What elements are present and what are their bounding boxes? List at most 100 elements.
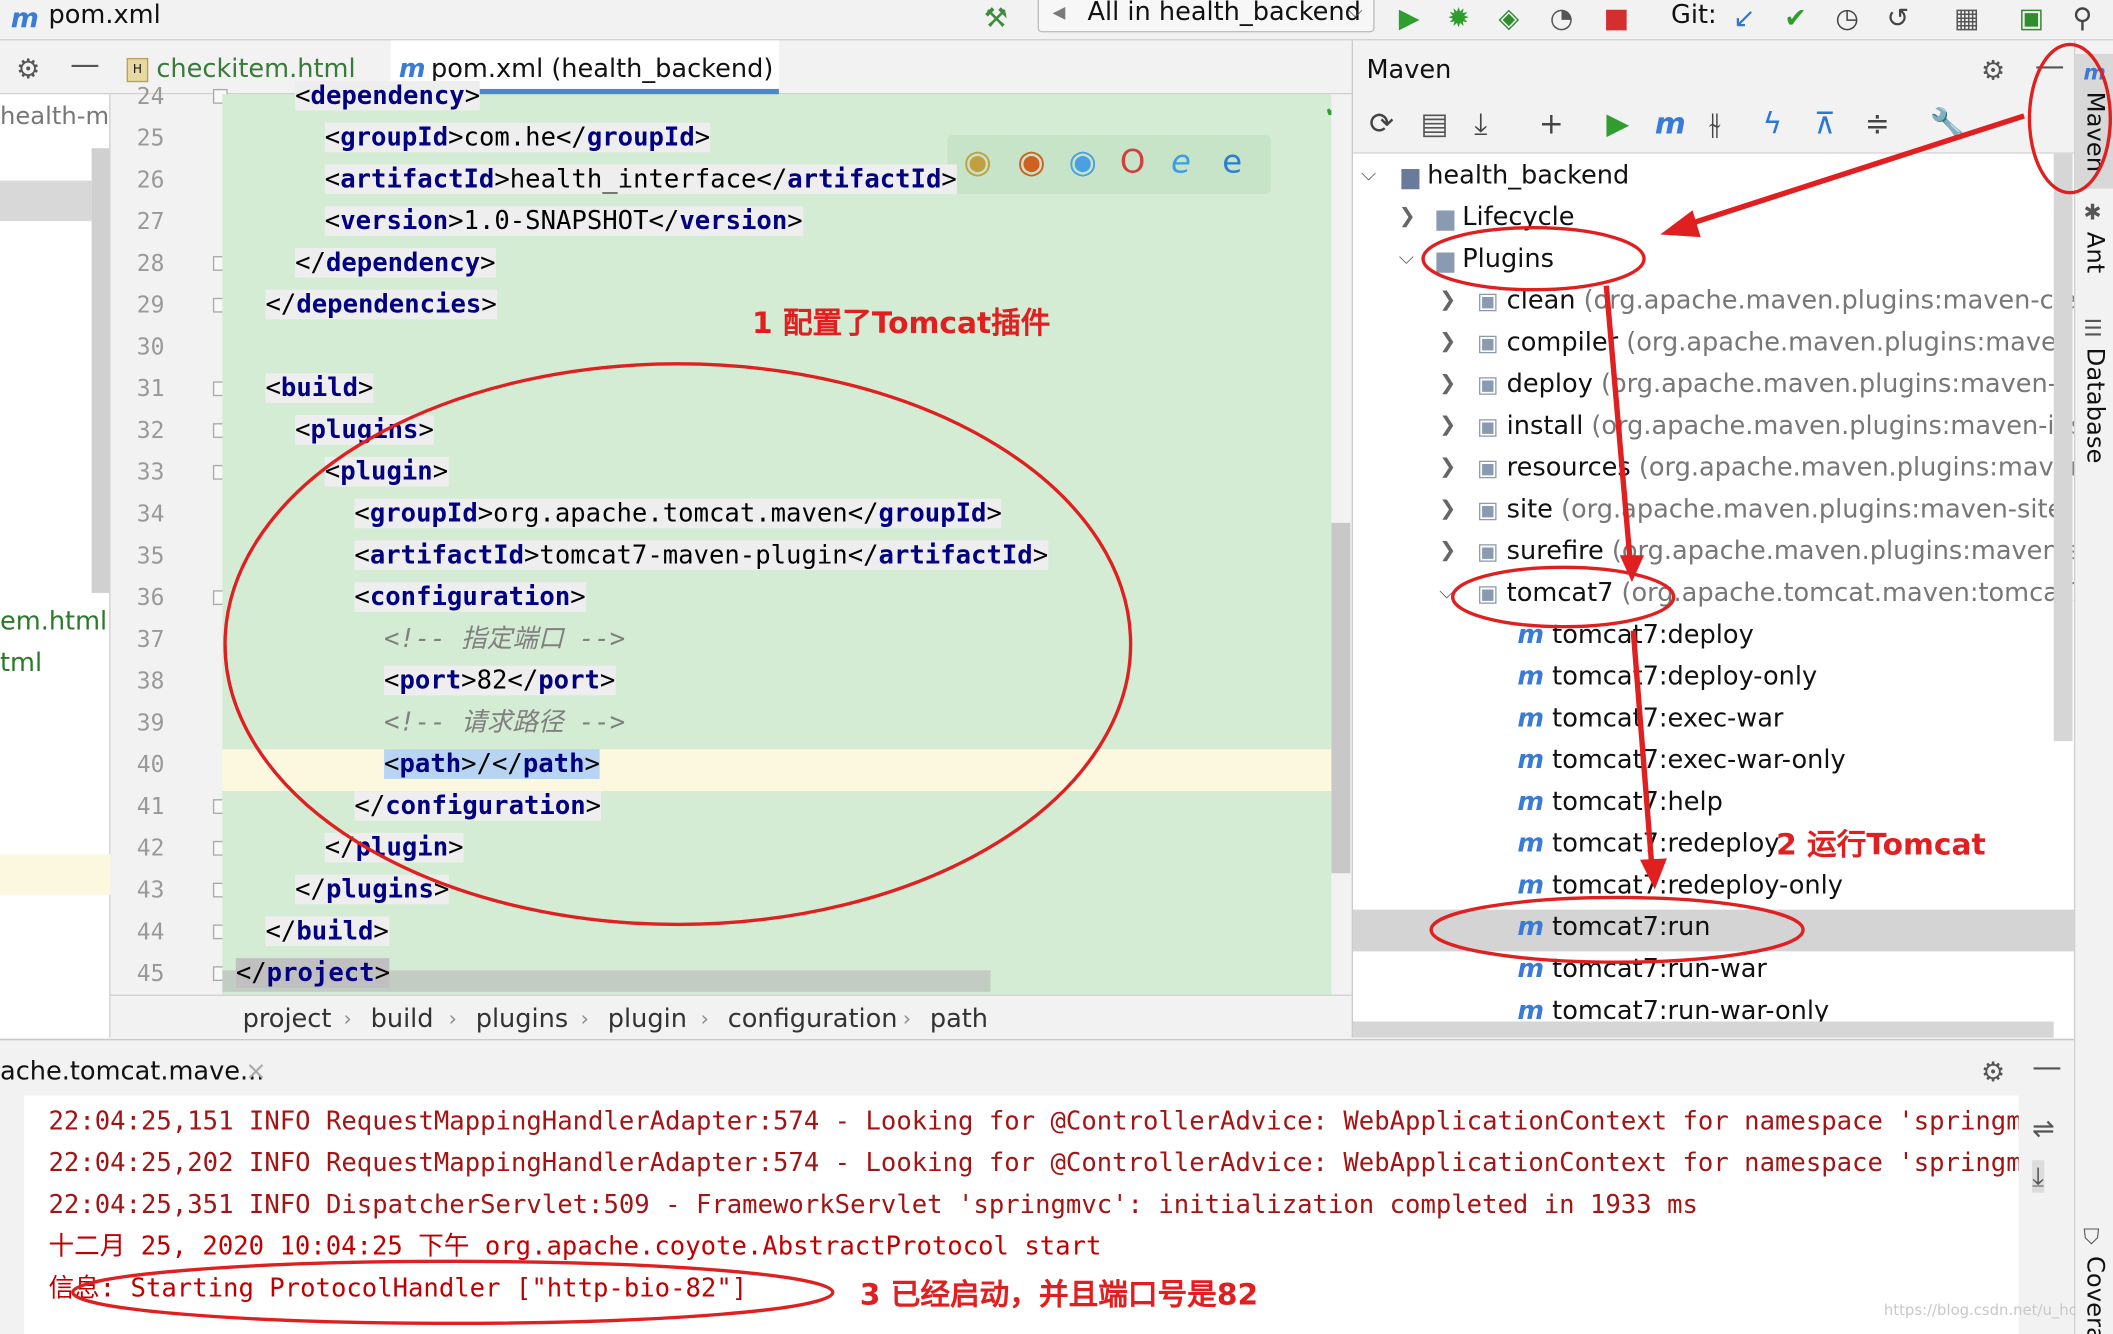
- plugin-node[interactable]: ▣install(org.apache.maven.plugins:maven-…: [1477, 406, 2113, 448]
- chevron-right-icon[interactable]: ❯: [1439, 370, 1457, 395]
- xml-element: <groupId>org.apache.tomcat.maven</groupI…: [354, 498, 1002, 529]
- annotation-note-2: 2 运行Tomcat: [1776, 828, 1986, 863]
- chevron-down-icon[interactable]: ⌵: [1361, 161, 1377, 186]
- database-side-tab[interactable]: Database: [2080, 347, 2109, 464]
- soft-wrap-icon[interactable]: ⇌: [2032, 1111, 2055, 1145]
- chevron-right-icon[interactable]: ❯: [1439, 454, 1457, 479]
- maven-project-root[interactable]: ▆health_backend: [1401, 155, 1629, 197]
- debug-bug-icon[interactable]: ✹: [1447, 1, 1470, 34]
- xml-element: </plugins>: [295, 874, 450, 905]
- editor-scrollbar-thumb[interactable]: [1331, 522, 1351, 874]
- collapse-all-icon[interactable]: ≑: [1865, 107, 1890, 142]
- reload-icon[interactable]: ⟳: [1369, 107, 1394, 142]
- plugin-node[interactable]: ▣deploy(org.apache.maven.plugins:maven-d…: [1477, 364, 2113, 406]
- add-icon[interactable]: +: [1538, 107, 1564, 142]
- generate-sources-icon[interactable]: ▤: [1420, 107, 1449, 142]
- rollback-icon[interactable]: ↺: [1886, 1, 1910, 34]
- chrome-icon[interactable]: ◉: [963, 142, 992, 181]
- plugin-node[interactable]: ▣tomcat7(org.apache.tomcat.maven:tomcat7…: [1477, 573, 2113, 615]
- chevron-right-icon[interactable]: ❯: [1439, 495, 1457, 521]
- run-panel-header: ache.tomcat.mave... × ⚙ —: [0, 1038, 2074, 1096]
- execute-goal-icon[interactable]: m: [1654, 107, 1686, 142]
- git-update-icon[interactable]: ↙: [1732, 1, 1756, 34]
- ant-side-tab[interactable]: Ant: [2080, 231, 2109, 274]
- download-icon[interactable]: ⤓: [1474, 107, 1488, 142]
- gear-icon[interactable]: ⚙: [1980, 53, 2006, 87]
- breadcrumb-item[interactable]: path: [929, 1003, 989, 1034]
- safari-icon[interactable]: ◉: [1068, 142, 1097, 181]
- chevron-right-icon[interactable]: ❯: [1398, 203, 1416, 228]
- toggle-offline-icon[interactable]: ⫳: [1708, 107, 1721, 142]
- plugin-node[interactable]: ▣site(org.apache.maven.plugins:maven-sit…: [1477, 489, 2113, 531]
- build-hammer-icon[interactable]: ⚒: [983, 1, 1008, 34]
- code-editor[interactable]: ◉ ◉ ◉ O e e ✔ <dependency><groupId>com.h…: [222, 80, 1343, 995]
- project-selected-row[interactable]: [0, 180, 92, 222]
- project-item[interactable]: health-ms: [0, 102, 122, 131]
- gear-icon[interactable]: ⚙: [1980, 1055, 2006, 1088]
- coverage-side-tab[interactable]: Covera: [2080, 1255, 2109, 1334]
- maven-hscrollbar[interactable]: [1352, 1021, 2054, 1038]
- close-icon[interactable]: ×: [245, 1056, 267, 1087]
- plugin-node[interactable]: ▣compiler(org.apache.maven.plugins:maven…: [1477, 322, 2113, 364]
- history-clock-icon[interactable]: ◷: [1835, 1, 1859, 34]
- plugin-node[interactable]: ▣resources(org.apache.maven.plugins:mave…: [1477, 447, 2113, 489]
- git-commit-icon[interactable]: ✔: [1784, 1, 1807, 34]
- skip-tests-icon[interactable]: ϟ: [1762, 107, 1783, 142]
- opera-icon[interactable]: O: [1119, 142, 1146, 181]
- run-config-select[interactable]: ◂ All in health_backend ⌵: [1037, 0, 1375, 33]
- minimize-icon[interactable]: —: [70, 48, 100, 83]
- horizontal-scrollbar[interactable]: [222, 970, 991, 992]
- ie-icon[interactable]: e: [1171, 142, 1191, 181]
- breadcrumb-item[interactable]: plugins: [475, 1003, 569, 1034]
- breadcrumb-item[interactable]: configuration: [727, 1003, 898, 1034]
- goal-label: tomcat7:redeploy: [1552, 828, 1780, 859]
- breadcrumb-item[interactable]: build: [370, 1003, 434, 1034]
- project-file[interactable]: em.html: [0, 606, 108, 637]
- chevron-down-icon[interactable]: ⌵: [1398, 245, 1415, 270]
- firefox-icon[interactable]: ◉: [1017, 142, 1046, 181]
- run-anything-icon[interactable]: ▣: [2018, 1, 2045, 34]
- stop-icon[interactable]: ■: [1603, 1, 1630, 34]
- plugins-node[interactable]: ▆Plugins: [1437, 239, 1554, 281]
- project-scrollbar[interactable]: [91, 148, 110, 593]
- profile-icon[interactable]: ◔: [1549, 1, 1574, 34]
- show-dependencies-icon[interactable]: ⊼: [1813, 107, 1836, 142]
- edge-icon[interactable]: e: [1222, 142, 1243, 181]
- chevron-right-icon[interactable]: ❯: [1439, 537, 1457, 562]
- plugin-node[interactable]: ▣surefire(org.apache.maven.plugins:maven…: [1477, 531, 2113, 573]
- plugin-node[interactable]: ▣clean(org.apache.maven.plugins:maven-cl…: [1477, 280, 2113, 322]
- coverage-icon[interactable]: ◈: [1498, 1, 1520, 34]
- goal-label: tomcat7:run-war-only: [1552, 995, 1830, 1026]
- gear-icon[interactable]: ⚙: [16, 52, 41, 85]
- minimize-icon[interactable]: —: [2032, 1051, 2062, 1085]
- run-icon[interactable]: ▶: [1606, 107, 1630, 142]
- chevron-right-icon[interactable]: ❯: [1439, 412, 1457, 437]
- project-structure-icon[interactable]: ▦: [1953, 1, 1980, 34]
- scroll-to-end-icon[interactable]: ⤓: [2032, 1160, 2045, 1193]
- line-number: 37: [136, 626, 165, 654]
- chevron-right-icon[interactable]: ❯: [1439, 287, 1457, 312]
- project-file[interactable]: tml: [0, 648, 43, 678]
- maven-scrollbar[interactable]: [2053, 153, 2073, 742]
- breadcrumb: project›build›plugins›plugin›configurati…: [110, 994, 1352, 1039]
- chevron-right-icon[interactable]: ❯: [1439, 328, 1457, 354]
- run-tab[interactable]: ache.tomcat.mave...: [0, 1056, 265, 1087]
- console-output[interactable]: 22:04:25,151 INFO RequestMappingHandlerA…: [24, 1095, 2052, 1334]
- chevron-down-icon[interactable]: ⌵: [1439, 579, 1455, 604]
- breadcrumb-item[interactable]: plugin: [607, 1003, 687, 1034]
- search-icon[interactable]: ⚲: [2072, 1, 2093, 34]
- run-icon[interactable]: ▶: [1398, 1, 1420, 34]
- breadcrumb-item[interactable]: project: [242, 1003, 332, 1034]
